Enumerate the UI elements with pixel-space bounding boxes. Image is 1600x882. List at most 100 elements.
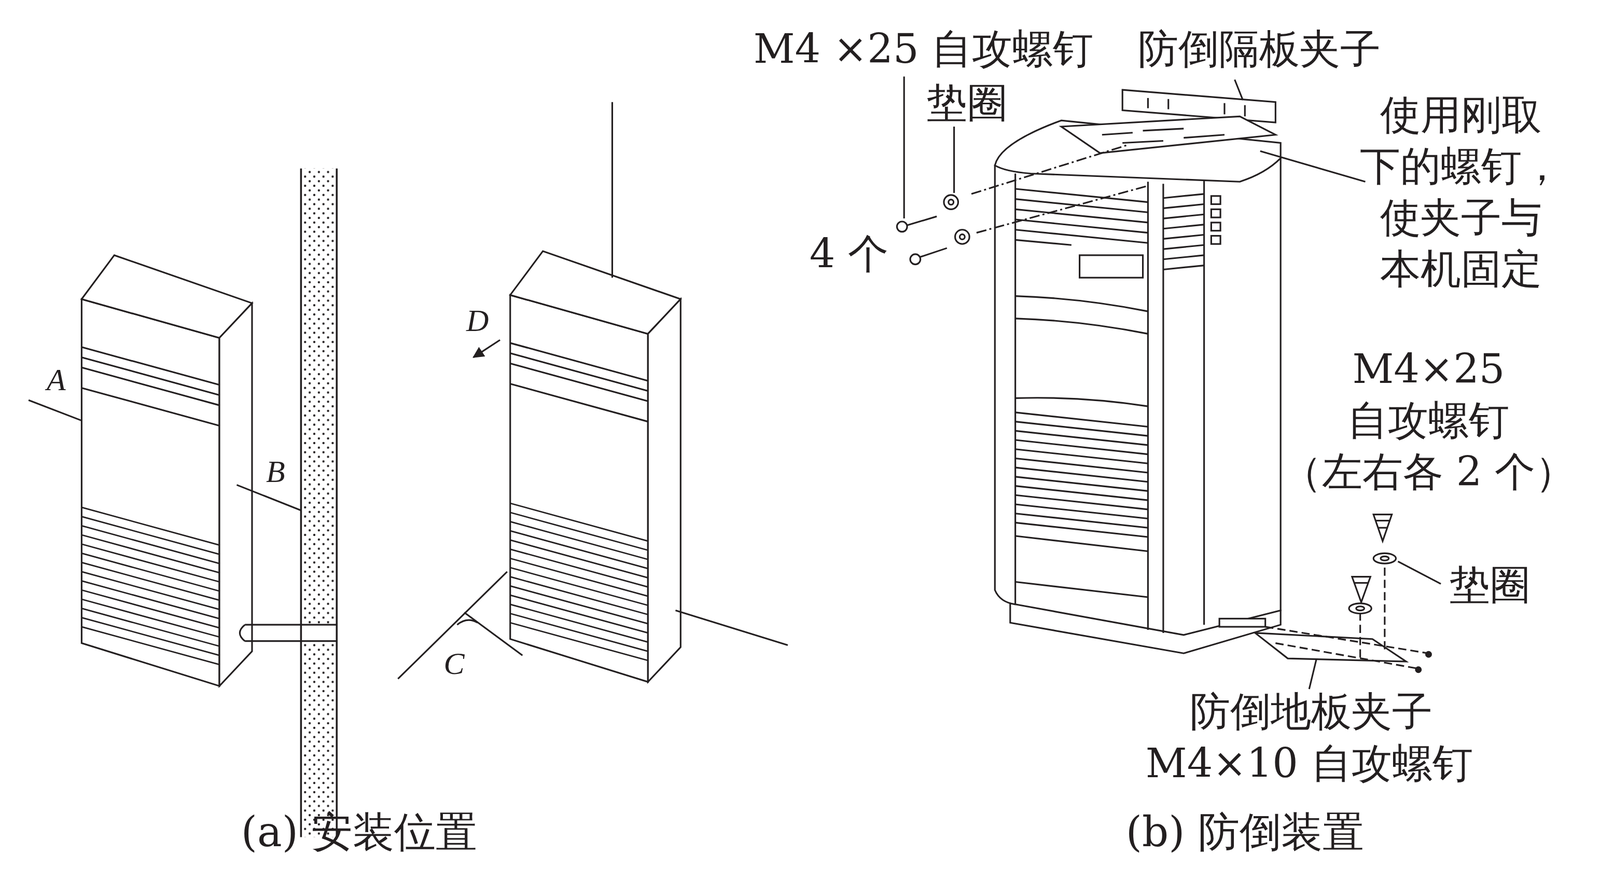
drawing-part xyxy=(1219,618,1266,627)
drawing-part xyxy=(919,247,948,258)
drawing-part xyxy=(236,484,301,511)
drawing-part xyxy=(510,576,649,615)
subfigure-caption: (b) 防倒装置 xyxy=(1125,805,1365,859)
drawing-part xyxy=(1275,643,1418,669)
drawing-part xyxy=(1211,196,1221,205)
drawing-part xyxy=(1373,552,1396,564)
screw-label: M4×25 自攻螺钉 （左右各 2 个） xyxy=(1281,343,1576,498)
drawing-part xyxy=(1015,296,1149,312)
drawing-part xyxy=(1397,561,1441,584)
drawing-part xyxy=(510,521,649,560)
drawing-part xyxy=(959,234,965,240)
drawing-part xyxy=(1352,576,1371,603)
drawing-part xyxy=(510,512,649,551)
drawing-part xyxy=(971,144,1128,194)
drawing-part xyxy=(1211,209,1221,218)
drawing-part xyxy=(675,610,788,646)
drawing-part xyxy=(1163,265,1205,270)
drawing-part xyxy=(1265,626,1429,653)
drawing-part xyxy=(1122,89,1276,123)
air-conditioner xyxy=(994,120,1281,653)
drawing-part xyxy=(948,199,954,205)
drawing-part xyxy=(1079,255,1144,278)
drawing-part xyxy=(906,216,937,226)
screw-label: M4×10 自攻螺钉 xyxy=(1145,737,1473,789)
drawing-part xyxy=(81,608,220,647)
clip-label: 防倒地板夹子 xyxy=(1189,685,1433,737)
drawing-part xyxy=(1163,214,1205,219)
part-letter: A xyxy=(46,359,66,400)
drawing-part xyxy=(510,622,649,661)
drawing-part xyxy=(1426,651,1432,657)
drawing-part xyxy=(510,558,649,596)
drawing-part xyxy=(300,168,303,838)
washer-label: 垫圈 xyxy=(926,77,1008,129)
drawing-part xyxy=(239,624,337,641)
drawing-part xyxy=(1163,193,1205,199)
drawing-part xyxy=(955,229,970,245)
drawing-part xyxy=(1147,98,1149,109)
angle-letter: C xyxy=(443,643,465,684)
drawing-part xyxy=(1015,535,1149,552)
drawing-part xyxy=(903,76,906,219)
grille xyxy=(81,503,648,665)
drawing-part xyxy=(81,255,253,686)
drawing-part xyxy=(896,221,908,232)
drawing-part xyxy=(1015,581,1149,598)
drawing-part xyxy=(81,580,220,619)
text-line: M4×25 xyxy=(1281,343,1576,395)
drawing-part xyxy=(1015,397,1149,407)
drawing-part xyxy=(1015,318,1149,335)
drawing-part xyxy=(510,604,649,643)
drawing-part xyxy=(1380,555,1389,561)
text-line: 自攻螺钉 xyxy=(1281,394,1576,447)
drawing-part xyxy=(510,594,649,633)
drawing-part xyxy=(1244,105,1246,117)
drawing-part xyxy=(1163,255,1205,260)
drawing-part xyxy=(910,254,921,265)
clip-label: 防倒隔板夹子 xyxy=(1137,23,1381,75)
drawing-part xyxy=(81,534,220,573)
text-line: 下的螺钉， xyxy=(1359,140,1563,192)
drawing-part xyxy=(1211,235,1221,245)
drawing-part xyxy=(1015,173,1221,633)
drawing-part xyxy=(300,624,337,641)
drawing-part xyxy=(1359,612,1361,662)
drawing-part xyxy=(81,599,220,637)
drawing-part xyxy=(1223,103,1226,115)
indoor-unit xyxy=(510,251,681,682)
text-line: 使夹子与 xyxy=(1359,191,1563,244)
drawing-part xyxy=(943,195,959,210)
drawing-part xyxy=(456,619,478,625)
drawing-part xyxy=(28,399,82,421)
washer-label: 垫圈 xyxy=(1449,559,1531,611)
drawing-part xyxy=(1211,222,1221,231)
drawing-part xyxy=(510,567,649,606)
drawing-part xyxy=(1122,141,1164,144)
drawing-part xyxy=(81,617,220,656)
drawing-part xyxy=(1383,567,1386,651)
drawing-part xyxy=(81,507,220,546)
subfigure-caption: (a) 安装位置 xyxy=(241,805,478,859)
drawing-part xyxy=(1377,526,1388,529)
drawing-part xyxy=(1348,603,1372,614)
drawing-part xyxy=(1163,234,1205,240)
drawing-part xyxy=(510,549,649,588)
drawing-part xyxy=(611,102,614,278)
drawing-part xyxy=(300,168,337,838)
drawing-part xyxy=(1260,150,1366,182)
drawing-part xyxy=(1163,244,1205,249)
drawing-part xyxy=(953,126,955,193)
drawing-part xyxy=(1163,224,1205,229)
drawing-part xyxy=(1234,79,1244,100)
screw-label: M4 ×25 自攻螺钉 xyxy=(753,23,1094,75)
drawing-part xyxy=(1061,116,1276,153)
drawing-part xyxy=(1309,659,1317,689)
drawing-part xyxy=(1102,132,1133,135)
drawing-part xyxy=(1163,204,1205,209)
drawing-part xyxy=(1167,99,1170,110)
drawing-part xyxy=(1162,183,1164,633)
screws xyxy=(896,144,1148,264)
part-letter: B xyxy=(266,451,286,492)
